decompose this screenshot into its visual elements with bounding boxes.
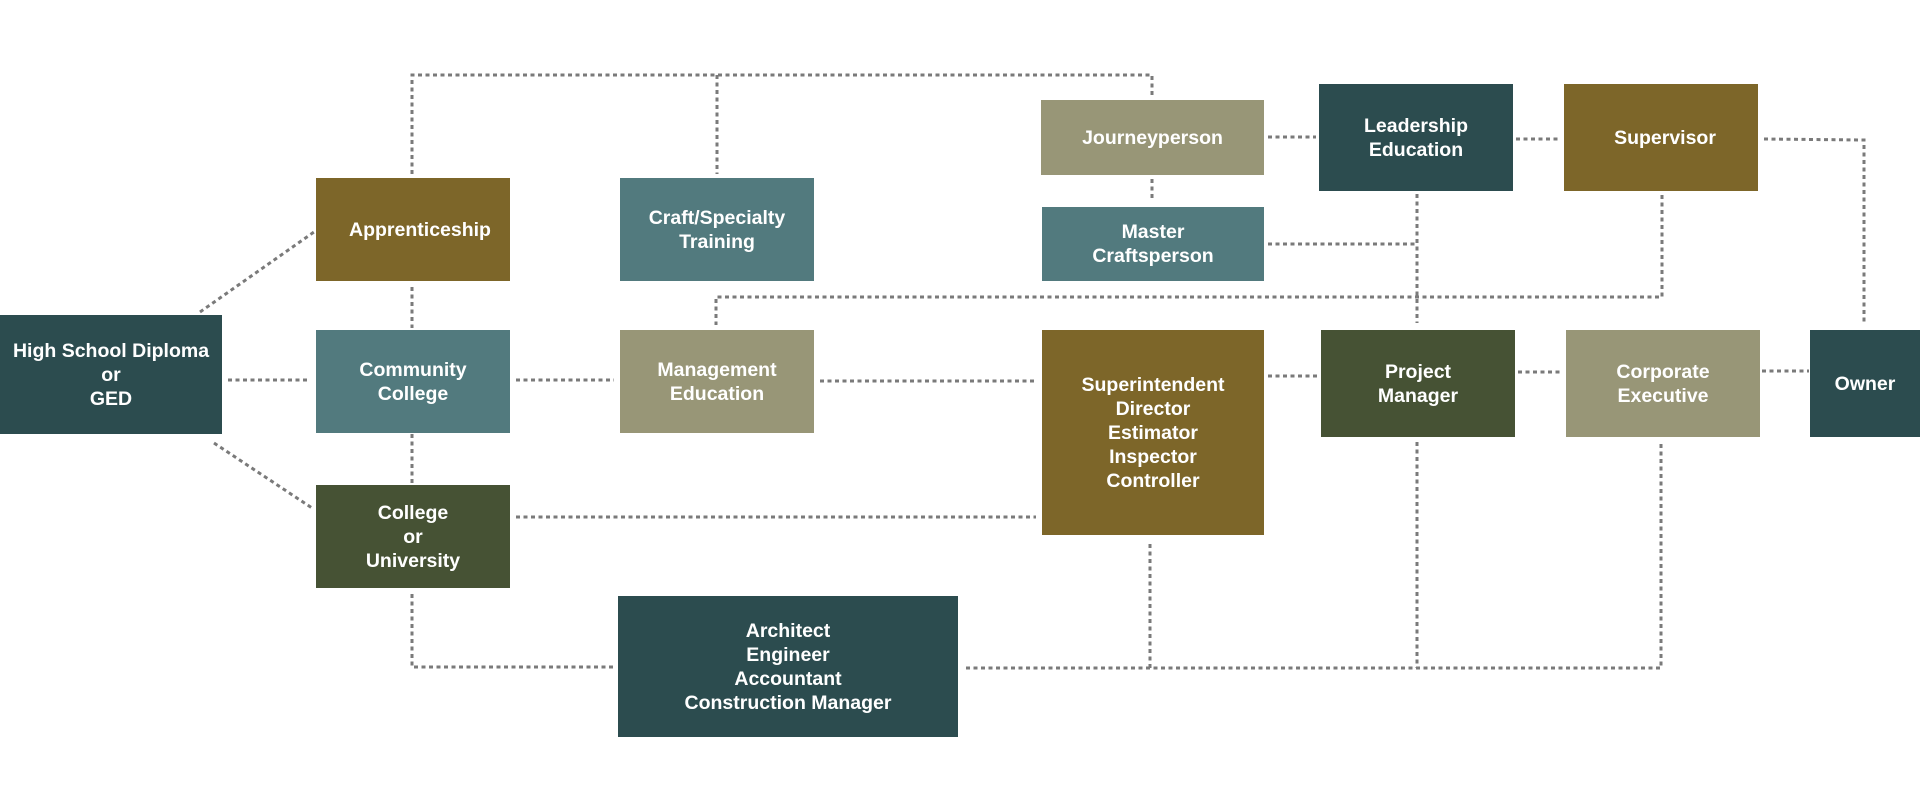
connector-college-professionals	[410, 594, 614, 669]
node-high-school-diploma: High School Diploma or GED	[0, 315, 222, 434]
connector-hs-college	[213, 441, 313, 510]
node-college-or-university: College or University	[316, 485, 510, 588]
node-leadership-education: Leadership Education	[1319, 84, 1513, 191]
node-corporate-executive: Corporate Executive	[1566, 330, 1760, 437]
node-management-education: Management Education	[620, 330, 814, 433]
node-apprenticeship: Apprenticeship	[316, 178, 510, 281]
node-owner: Owner	[1810, 330, 1920, 437]
node-community-college: Community College	[316, 330, 510, 433]
connector-hs-apprenticeship	[199, 230, 315, 314]
node-architect-engineer-accountant-manager: Architect Engineer Accountant Constructi…	[618, 596, 958, 737]
connector-apprenticeship-journeyperson	[410, 73, 1154, 174]
node-supervisor: Supervisor	[1564, 84, 1758, 191]
connector-supervisor-owner	[1763, 137, 1866, 323]
node-superintendent-director-estimator-inspector-controller: Superintendent Director Estimator Inspec…	[1042, 330, 1264, 535]
node-project-manager: Project Manager	[1321, 330, 1515, 437]
node-master-craftsperson: Master Craftsperson	[1042, 207, 1264, 281]
node-craft-specialty-training: Craft/Specialty Training	[620, 178, 814, 281]
node-journeyperson: Journeyperson	[1041, 100, 1264, 175]
